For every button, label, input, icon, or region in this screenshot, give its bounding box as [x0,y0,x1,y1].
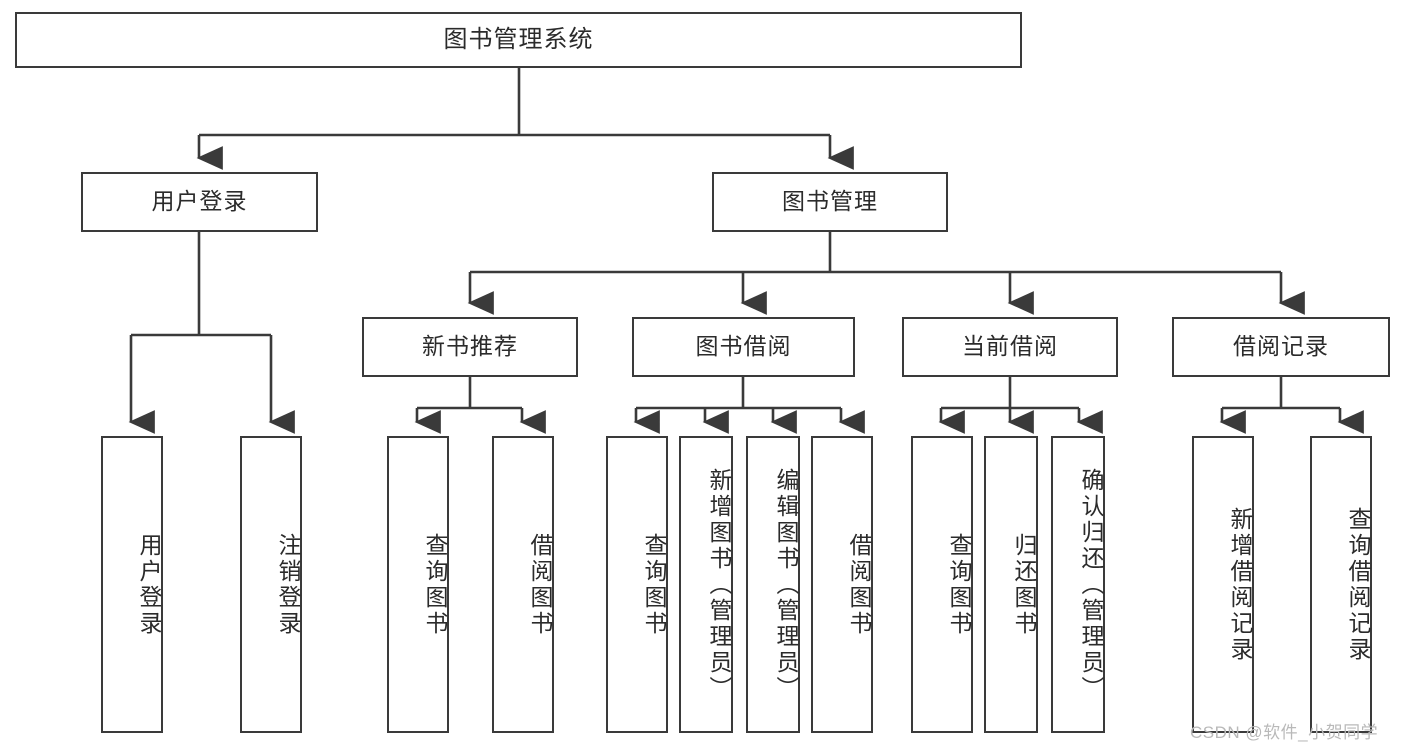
csdn-watermark: CSDN @软件_小贺同学 [1190,723,1379,742]
leaf-label: 确认归还（管理员） [1078,467,1104,702]
leaf-label: 新增借阅记录 [1227,506,1253,663]
leaf-borrow-borrow-book[interactable]: 借阅图书 [811,436,873,733]
leaf-recommend-borrow-book[interactable]: 借阅图书 [492,436,554,733]
node-book-management[interactable]: 图书管理 [712,172,948,232]
leaf-label: 归还图书 [1011,532,1037,637]
node-borrow-record[interactable]: 借阅记录 [1172,317,1390,377]
node-current-borrow[interactable]: 当前借阅 [902,317,1118,377]
leaf-user-login-login[interactable]: 用户登录 [101,436,163,733]
leaf-label: 查询借阅记录 [1345,506,1371,663]
node-new-book-recommend[interactable]: 新书推荐 [362,317,578,377]
leaf-record-query-record[interactable]: 查询借阅记录 [1310,436,1372,733]
leaf-label: 用户登录 [136,532,162,637]
leaf-current-confirm-return-admin[interactable]: 确认归还（管理员） [1051,436,1105,733]
leaf-current-return-book[interactable]: 归还图书 [984,436,1038,733]
leaf-label: 查询图书 [422,532,448,637]
leaf-label: 查询图书 [946,532,972,637]
leaf-record-add-record[interactable]: 新增借阅记录 [1192,436,1254,733]
leaf-label: 查询图书 [641,532,667,637]
leaf-borrow-edit-book-admin[interactable]: 编辑图书（管理员） [746,436,800,733]
leaf-label: 编辑图书（管理员） [773,467,799,702]
node-root-system[interactable]: 图书管理系统 [15,12,1022,68]
leaf-label: 注销登录 [275,532,301,637]
leaf-borrow-add-book-admin[interactable]: 新增图书（管理员） [679,436,733,733]
leaf-current-query-book[interactable]: 查询图书 [911,436,973,733]
leaf-user-login-logout[interactable]: 注销登录 [240,436,302,733]
leaf-borrow-query-book[interactable]: 查询图书 [606,436,668,733]
leaf-label: 新增图书（管理员） [706,467,732,702]
node-user-login[interactable]: 用户登录 [81,172,318,232]
leaf-label: 借阅图书 [527,532,553,637]
leaf-label: 借阅图书 [846,532,872,637]
node-book-borrow[interactable]: 图书借阅 [632,317,855,377]
leaf-recommend-query-book[interactable]: 查询图书 [387,436,449,733]
